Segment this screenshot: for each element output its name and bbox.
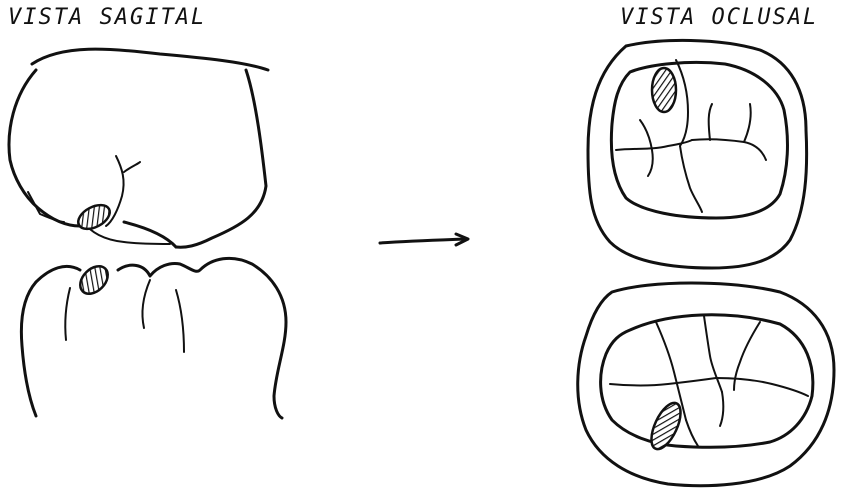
upper-molar-lesion-occlusal — [652, 68, 676, 112]
upper-molar-lesion-sagittal — [74, 200, 113, 234]
lower-molar-occlusal — [578, 283, 834, 486]
lower-molar-lesion-sagittal — [75, 261, 113, 299]
upper-molar-sagittal — [9, 49, 268, 247]
lower-molar-sagittal — [21, 258, 286, 418]
transition-arrow — [380, 234, 468, 245]
upper-molar-occlusal — [588, 40, 807, 268]
